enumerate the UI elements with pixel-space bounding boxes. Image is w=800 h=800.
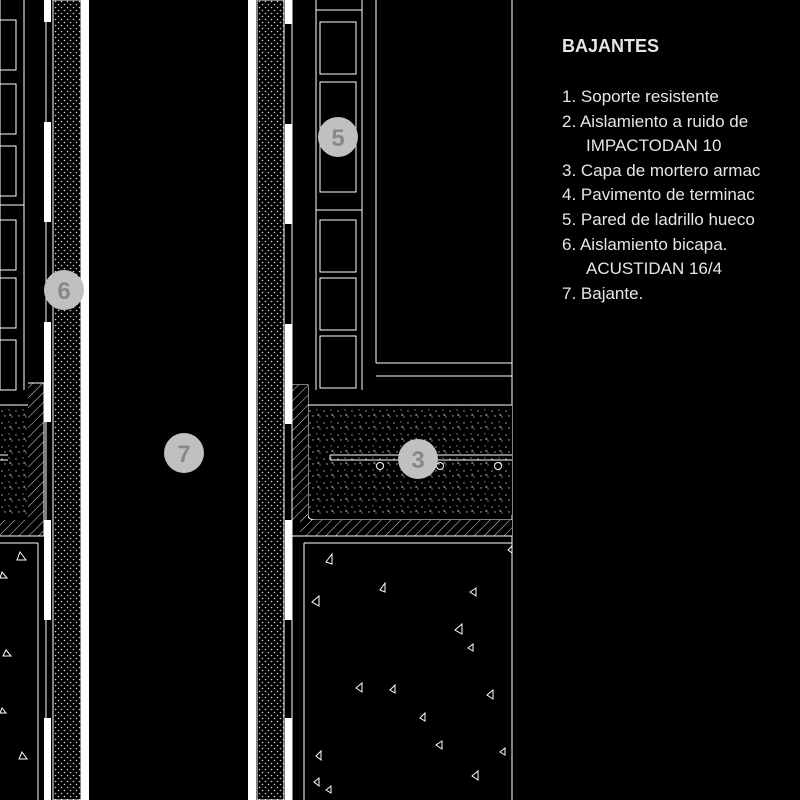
legend-item-continuation: ACUSTIDAN 16/4 xyxy=(586,259,723,279)
downpipe xyxy=(81,0,256,800)
callout-7: 7 xyxy=(164,433,204,473)
legend-list: 1. Soporte resistente 2. Aislamiento a r… xyxy=(562,85,800,306)
legend-title: BAJANTES xyxy=(562,36,660,56)
callout-3: 3 xyxy=(398,439,438,479)
right-brick-wall xyxy=(315,0,513,800)
svg-text:3: 3 xyxy=(411,447,424,474)
legend-item-text: 1. Soporte resistente xyxy=(562,87,719,106)
legend-item-3: 3. Capa de mortero armac xyxy=(562,159,800,184)
legend-item-4: 4. Pavimento de terminac xyxy=(562,183,800,208)
legend-item-1: 1. Soporte resistente xyxy=(562,85,800,110)
legend-item-6: 6. Aislamiento bicapa. ACUSTIDAN 16/4 xyxy=(562,233,800,282)
legend: BAJANTES 1. Soporte resistente 2. Aislam… xyxy=(562,36,800,306)
left-insulation-layer xyxy=(44,0,82,800)
left-floor-slab xyxy=(0,382,45,537)
legend-item-text: 5. Pared de ladrillo hueco xyxy=(562,209,755,229)
left-brick-wall xyxy=(0,0,25,391)
legend-item-5: 5. Pared de ladrillo hueco xyxy=(562,208,800,233)
concrete-base xyxy=(0,542,513,800)
legend-item-text: 2. Aislamiento a ruido de xyxy=(562,111,749,131)
svg-text:7: 7 xyxy=(177,441,190,468)
callout-5: 5 xyxy=(318,117,358,157)
legend-item-2: 2. Aislamiento a ruido de IMPACTODAN 10 xyxy=(562,110,800,159)
svg-text:5: 5 xyxy=(331,125,344,152)
callout-6: 6 xyxy=(44,270,84,310)
legend-item-7: 7. Bajante. xyxy=(562,282,800,307)
legend-item-text: 3. Capa de mortero armac xyxy=(562,160,761,180)
legend-item-text: 7. Bajante. xyxy=(562,283,644,303)
legend-item-text: 4. Pavimento de terminac xyxy=(562,185,755,205)
legend-item-text: 6. Aislamiento bicapa. xyxy=(562,234,728,254)
right-insulation-layer xyxy=(256,0,293,800)
legend-item-continuation: IMPACTODAN 10 xyxy=(586,136,722,156)
svg-text:6: 6 xyxy=(57,278,70,305)
